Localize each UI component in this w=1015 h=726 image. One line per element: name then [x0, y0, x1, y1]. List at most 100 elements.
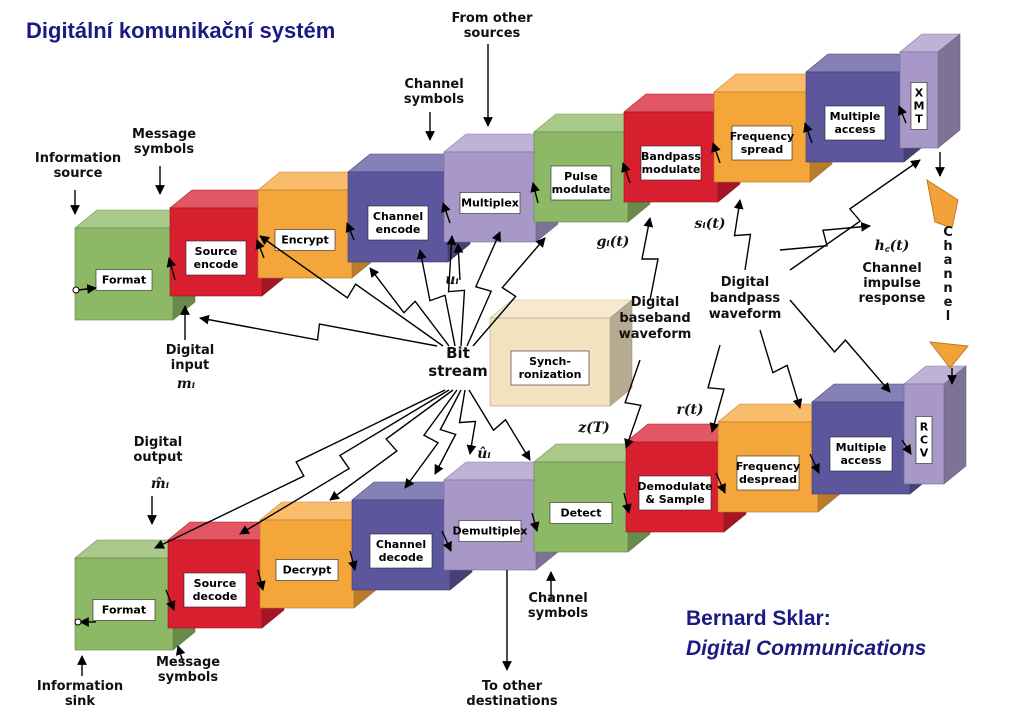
bit-stream-arrow-down-4 [404, 389, 458, 489]
tx-block-1-label-box [95, 269, 153, 291]
bit-stream-arrow-down-3 [329, 389, 454, 501]
rx-block-9-label-box [829, 436, 893, 472]
bandpass-to-despread-arrow [759, 329, 803, 409]
rx-block-2-label-box [183, 572, 247, 608]
label-m-i: mᵢ [177, 376, 195, 392]
credit-author: Bernard Sklar: [686, 607, 831, 630]
tx-input-terminal [72, 286, 80, 294]
rx-arrow-6 [622, 492, 632, 514]
bandpass-to-demod-arrow [707, 344, 725, 433]
rx-block-7-label-box [638, 475, 712, 511]
rx-arrow-1 [165, 589, 176, 611]
bit-stream-arrow-down-2 [239, 389, 450, 535]
tx-input-arrow [77, 284, 97, 294]
tx-block-9-label-box [824, 105, 886, 141]
sync-block-label-box [510, 350, 590, 386]
tx-block-3-label: Encrypt [281, 234, 329, 247]
baseband-to-detect-arrow [624, 359, 642, 449]
u-i-arrow [453, 243, 464, 281]
rx-block-8-label-box [736, 455, 800, 491]
sync-block-label: Synch-ronization [519, 355, 582, 381]
rx-block-3-label-box [275, 559, 339, 581]
bit-stream-arrow-down-1 [154, 389, 446, 549]
bit-stream-arrow-up-5 [446, 235, 466, 347]
credit-book: Digital Communications [686, 637, 927, 660]
rx-block-4-label-box [369, 533, 433, 569]
tx-arrow-9 [897, 105, 907, 124]
rx-block-5-label-box [458, 520, 522, 542]
label-h-c-t: h꜀(t) [875, 238, 910, 254]
rx-block-5-label: Demultiplex [453, 525, 528, 538]
tx-block-7-label-box [640, 145, 702, 181]
tx-block-5-label-box [459, 192, 521, 214]
g-arrow [641, 217, 659, 301]
rx-block-1-label-box [92, 599, 156, 621]
label-u-i: uᵢ [445, 272, 459, 288]
tx-arrow-8 [803, 122, 813, 144]
rx-block-6-label: Detect [560, 507, 601, 520]
rx-block-3-label: Decrypt [283, 564, 332, 577]
rx-block-7-label: Demodulate& Sample [637, 480, 712, 506]
bit-stream-arrow-down-7 [468, 389, 531, 461]
bit-stream-arrow-down-5 [434, 389, 462, 475]
label-g-i-t: gᵢ(t) [597, 234, 630, 250]
rx-block-10-label-box [915, 416, 933, 464]
sync-block: Synch-ronization [489, 299, 633, 407]
tx-arrow-6 [621, 162, 631, 184]
tx-block-5-label: Multiplex [461, 197, 519, 210]
bit-stream-arrow-up-1 [199, 314, 438, 347]
tx-block-3-label-box [274, 229, 336, 251]
tx-arrow-4 [441, 202, 451, 224]
bit-stream-arrow-down-6 [458, 389, 477, 455]
label-r-t: r(t) [676, 402, 703, 418]
bit-stream-arrow-up-2 [259, 235, 444, 347]
label-m-hat-i: m̂ᵢ [151, 476, 169, 492]
bit-stream-arrow-up-7 [472, 237, 546, 347]
tx-block-10-label-box [910, 82, 928, 130]
bandpass-to-rcv-arrow [789, 299, 891, 393]
bit-stream-arrow-up-6 [466, 231, 501, 347]
rx-arrow-7 [715, 472, 726, 494]
bit-stream-arrow-up-4 [416, 249, 456, 347]
label-s-i-t: sᵢ(t) [695, 216, 726, 232]
tx-block-6-label-box [550, 165, 612, 201]
rx-arrow-9 [901, 439, 912, 455]
tx-block-4-label-box [367, 205, 429, 241]
tx-block-8-label-box [731, 125, 793, 161]
rx-output-terminal [74, 618, 82, 626]
rx-arrow-2 [256, 569, 266, 591]
tx-arrow-5 [530, 182, 540, 204]
tx-arrow-2 [255, 239, 265, 259]
tx-block-2-label-box [185, 240, 247, 276]
bit-stream-arrow-up-3 [369, 267, 450, 347]
tx-block-1: Format [74, 209, 196, 321]
rx-arrow-5 [529, 512, 540, 532]
rx-block-1: Format [74, 539, 196, 651]
